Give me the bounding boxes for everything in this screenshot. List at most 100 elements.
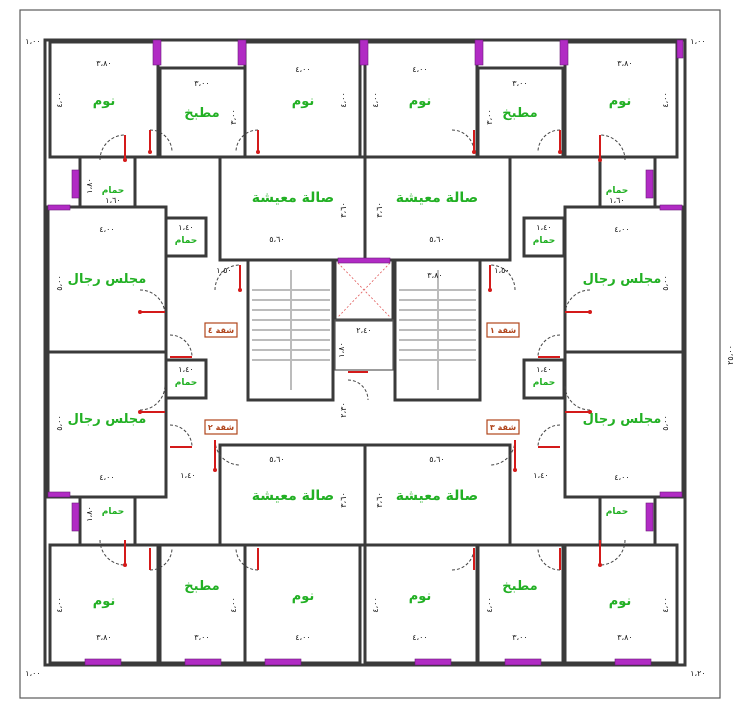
dim-4-00: ٤،٠٠ bbox=[485, 597, 494, 612]
apt-tag-box bbox=[486, 322, 520, 338]
site-boundary bbox=[19, 9, 721, 699]
stair-left-steps bbox=[252, 270, 330, 390]
dim-1-80: ١،٨٠ bbox=[337, 342, 346, 357]
room-living-tr bbox=[363, 155, 512, 262]
window bbox=[337, 257, 391, 264]
label-bedroom: نوم bbox=[609, 594, 632, 609]
label-bedroom: نوم bbox=[93, 594, 116, 609]
room-bedroom-bc2 bbox=[363, 543, 479, 665]
window bbox=[659, 204, 683, 211]
label-majlis: مجلس رجال bbox=[68, 412, 147, 427]
label-living-room: صالة معيشة bbox=[396, 190, 478, 206]
window bbox=[47, 491, 71, 498]
apartment-tag-2: شقة ٢ bbox=[208, 423, 234, 432]
apartment-tag-3: شقة ٣ bbox=[490, 423, 516, 432]
window bbox=[414, 658, 452, 666]
dim-4-00: ٤،٠٠ bbox=[339, 92, 348, 107]
label-living-room: صالة معيشة bbox=[252, 190, 334, 206]
dimensions: ٣،٨٠ ٣،٠٠ ٤،٠٠ ٤،٠٠ ٣،٠٠ ٣،٨٠ ٥،٦٠ ٥،٦٠ … bbox=[25, 37, 735, 678]
label-majlis: مجلس رجال bbox=[68, 272, 147, 287]
room-bath-mr2 bbox=[522, 358, 566, 400]
dim-1-20: ١،٢٠ bbox=[690, 669, 705, 678]
dim-1-40: ١،٤٠ bbox=[178, 365, 193, 374]
stair-right-steps bbox=[399, 270, 476, 390]
label-bedroom: نوم bbox=[409, 589, 432, 604]
dim-25-00: ٢٥،٠٠ bbox=[726, 345, 735, 365]
dim-5-00: ٥،٠٠ bbox=[661, 415, 670, 430]
label-kitchen: مطبخ bbox=[502, 579, 537, 594]
dim-1-40: ١،٤٠ bbox=[536, 365, 551, 374]
dim-3-80: ٣،٨٠ bbox=[617, 633, 632, 642]
dim-1-40: ١،٤٠ bbox=[533, 471, 548, 480]
dim-2-30: ٢،٣٠ bbox=[339, 402, 348, 417]
dim-4-00: ٤،٠٠ bbox=[55, 597, 64, 612]
dim-4-00: ٤،٠٠ bbox=[295, 65, 310, 74]
label-kitchen: مطبخ bbox=[502, 106, 537, 121]
label-bath: حمام bbox=[102, 186, 125, 196]
apartment-tag-1: شقة ١ bbox=[490, 326, 516, 335]
dim-3-80: ٣،٨٠ bbox=[427, 271, 442, 280]
dim-3-00: ٣،٠٠ bbox=[485, 109, 494, 124]
apartment-tag-4: شقة ٤ bbox=[208, 326, 234, 335]
label-bath: حمام bbox=[175, 378, 198, 388]
dim-4-00: ٤،٠٠ bbox=[412, 65, 427, 74]
window bbox=[645, 502, 654, 532]
room-bath-mr1 bbox=[522, 216, 566, 258]
dim-4-00: ٤،٠٠ bbox=[661, 92, 670, 107]
dim-4-00: ٤،٠٠ bbox=[295, 633, 310, 642]
label-kitchen: مطبخ bbox=[184, 579, 219, 594]
dim-3-80: ٣،٨٠ bbox=[96, 59, 111, 68]
window bbox=[84, 658, 122, 666]
stair-right bbox=[393, 258, 482, 402]
window bbox=[474, 39, 484, 66]
dim-5-60: ٥،٦٠ bbox=[269, 235, 284, 244]
dim-3-80: ٣،٨٠ bbox=[617, 59, 632, 68]
room-kitchen-tr bbox=[476, 66, 565, 159]
label-living-room: صالة معيشة bbox=[396, 488, 478, 504]
dim-1-60: ١،٦٠ bbox=[609, 196, 624, 205]
apt-tag-box bbox=[204, 419, 238, 435]
apt-tag-box bbox=[204, 322, 238, 338]
apartment-tags: شقة ٤ شقة ١ شقة ٢ شقة ٣ bbox=[204, 322, 520, 435]
dim-3-60: ٣،٦٠ bbox=[375, 492, 384, 507]
dim-4-00: ٤،٠٠ bbox=[614, 473, 629, 482]
dim-3-00: ٣،٠٠ bbox=[512, 79, 527, 88]
dim-2-40: ٢،٤٠ bbox=[356, 326, 371, 335]
label-bath: حمام bbox=[533, 236, 556, 246]
dim-4-00: ٤،٠٠ bbox=[661, 597, 670, 612]
label-bath: حمام bbox=[606, 186, 629, 196]
window bbox=[71, 169, 80, 199]
stair-left bbox=[246, 258, 335, 402]
window bbox=[645, 169, 654, 199]
dim-1-50: ١،٥٠ bbox=[216, 266, 231, 275]
label-bedroom: نوم bbox=[609, 94, 632, 109]
dim-1-40: ١،٤٠ bbox=[180, 471, 195, 480]
dim-3-00: ٣،٠٠ bbox=[194, 633, 209, 642]
dim-5-00: ٥،٠٠ bbox=[661, 275, 670, 290]
dim-4-00: ٤،٠٠ bbox=[99, 473, 114, 482]
dim-5-00: ٥،٠٠ bbox=[55, 415, 64, 430]
window bbox=[237, 39, 247, 66]
dim-3-60: ٣،٦٠ bbox=[339, 202, 348, 217]
stairs bbox=[252, 262, 476, 390]
dim-1-40: ١،٤٠ bbox=[178, 223, 193, 232]
dim-4-00: ٤،٠٠ bbox=[614, 225, 629, 234]
dim-1-00: ١،٠٠ bbox=[25, 37, 40, 46]
label-majlis: مجلس رجال bbox=[583, 272, 662, 287]
dim-4-00: ٤،٠٠ bbox=[371, 597, 380, 612]
dim-1-50: ١،٥٠ bbox=[494, 266, 509, 275]
dim-1-80: ١،٨٠ bbox=[85, 506, 94, 521]
window bbox=[47, 204, 71, 211]
label-bath: حمام bbox=[606, 507, 629, 517]
label-bedroom: نوم bbox=[93, 94, 116, 109]
label-kitchen: مطبخ bbox=[184, 106, 219, 121]
room-bath-ml2 bbox=[164, 358, 208, 400]
label-bath: حمام bbox=[533, 378, 556, 388]
windows bbox=[47, 39, 684, 666]
label-bedroom: نوم bbox=[292, 589, 315, 604]
dim-4-00: ٤،٠٠ bbox=[99, 225, 114, 234]
dim-4-00: ٤،٠٠ bbox=[55, 92, 64, 107]
dim-3-60: ٣،٦٠ bbox=[375, 202, 384, 217]
dim-1-00: ١،٠٠ bbox=[25, 669, 40, 678]
